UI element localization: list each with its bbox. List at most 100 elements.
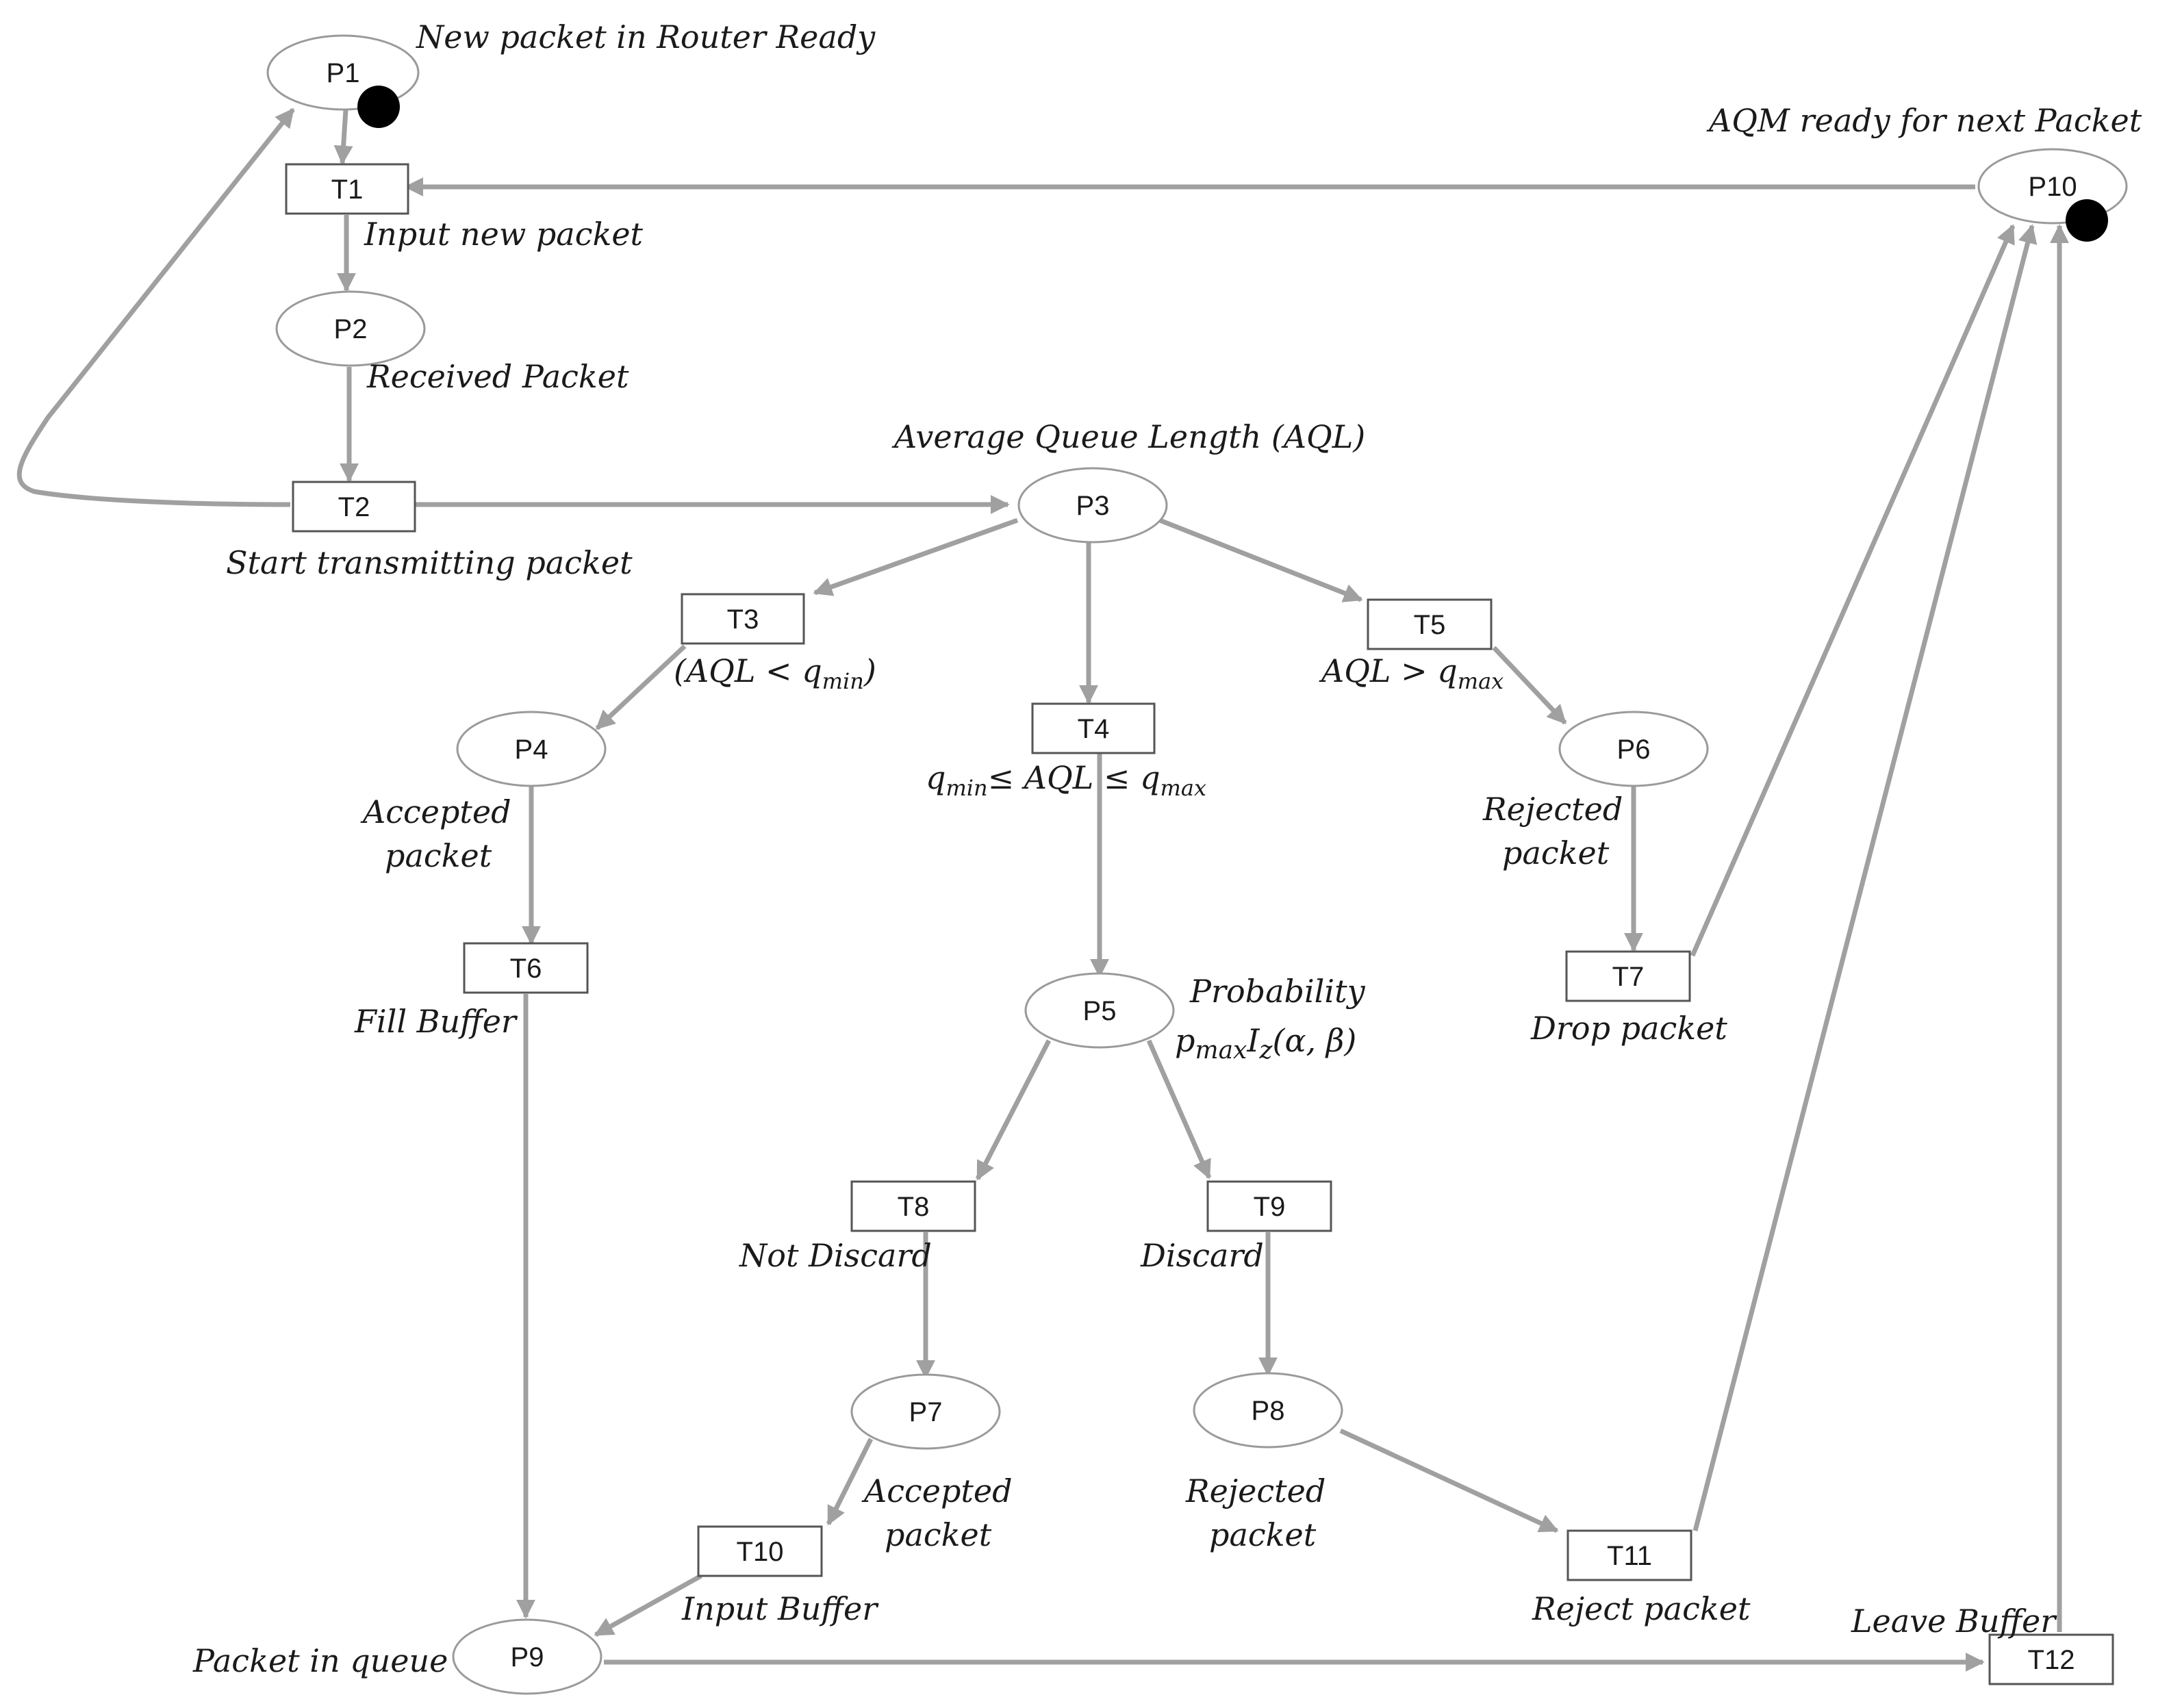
annotation-t5: AQL > qmax (1319, 652, 1504, 694)
transition-label-t6: T6 (510, 954, 542, 984)
transition-label-t7: T7 (1612, 962, 1645, 992)
annotation-p3: Average Queue Length (AQL) (891, 418, 1365, 455)
annotation-t11: Reject packet (1532, 1590, 1751, 1627)
annotation-p5-p: p (1175, 1022, 1195, 1059)
transition-label-t10: T10 (737, 1537, 784, 1567)
arc-t7-p10 (1690, 224, 2016, 957)
arc-t11-p10 (1692, 224, 2038, 1531)
transition-t4: T4 (1031, 702, 1156, 754)
transition-t9: T9 (1206, 1180, 1332, 1232)
annotation-t10: Input Buffer (681, 1590, 879, 1627)
transition-label-t1: T1 (331, 175, 364, 205)
place-p3: P3 (1017, 467, 1168, 544)
annotation-t8: Not Discard (739, 1237, 932, 1274)
arc-t5-p6 (1492, 646, 1567, 725)
transition-label-t9: T9 (1254, 1192, 1286, 1222)
place-label-p8: P8 (1252, 1396, 1285, 1426)
arc-p3-t3 (813, 518, 1019, 596)
place-label-p3: P3 (1076, 491, 1110, 521)
annotation-p4-line1: Accepted (360, 793, 511, 830)
place-label-p7: P7 (909, 1397, 943, 1427)
place-p1: P1 (266, 34, 420, 128)
annotation-t3: (AQL < qmin) (674, 652, 876, 694)
annotation-p2: Received Packet (366, 358, 629, 395)
place-label-p9: P9 (511, 1642, 544, 1672)
annotation-p7-line2: packet (885, 1516, 992, 1553)
transitions: T1 T2 T3 T4 T5 T6 T7 T8 (285, 163, 2114, 1685)
annotation-t7: Drop packet (1530, 1010, 1727, 1047)
transition-t5: T5 (1367, 598, 1493, 650)
place-label-p6: P6 (1617, 735, 1651, 765)
annotation-p9: Packet in queue (192, 1642, 448, 1679)
annotation-t3-main: (AQL < q (674, 652, 822, 689)
place-p8: P8 (1193, 1372, 1343, 1449)
annotations: New packet in Router Ready Input new pac… (192, 18, 2142, 1679)
transition-t7: T7 (1565, 950, 1691, 1002)
annotation-t3-close: ) (863, 652, 876, 689)
annotation-t4-q: q (926, 759, 946, 796)
annotation-t2: Start transmitting packet (226, 544, 633, 581)
token-p1 (357, 86, 400, 128)
annotation-t3-sub: min (822, 668, 864, 694)
annotation-p6-line1: Rejected (1482, 791, 1623, 828)
transition-t10: T10 (697, 1525, 823, 1577)
annotation-t4-sub2: max (1160, 775, 1206, 801)
arc-p8-t11 (1339, 1428, 1559, 1533)
annotation-t4-sub1: min (946, 775, 987, 801)
place-p5: P5 (1024, 972, 1175, 1049)
transition-t3: T3 (681, 593, 805, 645)
arc-t10-p9 (594, 1573, 702, 1637)
annotation-t12: Leave Buffer (1851, 1603, 2057, 1640)
annotation-t1: Input new packet (364, 216, 644, 253)
annotation-t4: qmin≤ AQL ≤ qmax (926, 759, 1206, 801)
annotation-p5-args: (α, β) (1273, 1022, 1357, 1059)
place-p4: P4 (456, 711, 607, 787)
transition-label-t12: T12 (2028, 1645, 2075, 1675)
annotation-p10: AQM ready for next Packet (1706, 102, 2142, 139)
annotation-p4-line2: packet (385, 837, 492, 874)
transition-t12: T12 (1988, 1633, 2114, 1685)
annotation-p5-I: I (1246, 1022, 1260, 1059)
place-label-p4: P4 (515, 735, 548, 765)
transition-label-t11: T11 (1607, 1541, 1652, 1571)
place-p2: P2 (275, 290, 426, 367)
places: P1 P2 P3 P4 P5 P6 P7 P8 (266, 34, 2128, 1695)
annotation-p5-sub2: z (1259, 1036, 1273, 1065)
annotation-p8-line2: packet (1209, 1516, 1317, 1553)
place-label-p1: P1 (327, 58, 360, 88)
arc-p3-t5 (1158, 518, 1363, 602)
annotation-p5-formula: pmaxIz(α, β) (1175, 1022, 1356, 1065)
annotation-p5-sub1: max (1195, 1036, 1247, 1065)
arcs (16, 107, 2069, 1672)
arc-p1-t1 (333, 109, 353, 165)
transition-label-t4: T4 (1078, 714, 1110, 744)
arc-t2-p1 (16, 107, 295, 507)
transition-label-t5: T5 (1414, 610, 1446, 640)
transition-t11: T11 (1566, 1529, 1692, 1581)
transition-t2: T2 (292, 481, 416, 533)
place-label-p2: P2 (334, 314, 368, 344)
token-p10 (2066, 199, 2108, 242)
place-p7: P7 (850, 1373, 1001, 1450)
annotation-t5-sub: max (1458, 668, 1504, 694)
place-label-p5: P5 (1083, 996, 1117, 1026)
annotation-p5-line1: Probability (1189, 973, 1366, 1010)
annotation-p7-line1: Accepted (861, 1473, 1013, 1509)
transition-t1: T1 (285, 163, 409, 215)
annotation-t6: Fill Buffer (354, 1003, 518, 1040)
annotation-p6-line2: packet (1502, 834, 1610, 871)
annotation-t4-mid: ≤ AQL ≤ q (988, 759, 1160, 796)
transition-t8: T8 (850, 1180, 976, 1232)
arc-p7-t10 (826, 1438, 874, 1526)
transition-t6: T6 (463, 942, 589, 994)
transition-label-t3: T3 (727, 604, 759, 635)
transition-label-t8: T8 (898, 1192, 930, 1222)
annotation-p1: New packet in Router Ready (416, 18, 876, 55)
transition-label-t2: T2 (338, 492, 370, 522)
annotation-t9: Discard (1140, 1237, 1264, 1274)
arc-p5-t8 (975, 1039, 1052, 1181)
place-p10: P10 (1977, 148, 2128, 242)
arc-p5-t9 (1146, 1039, 1212, 1180)
place-p6: P6 (1558, 711, 1709, 787)
